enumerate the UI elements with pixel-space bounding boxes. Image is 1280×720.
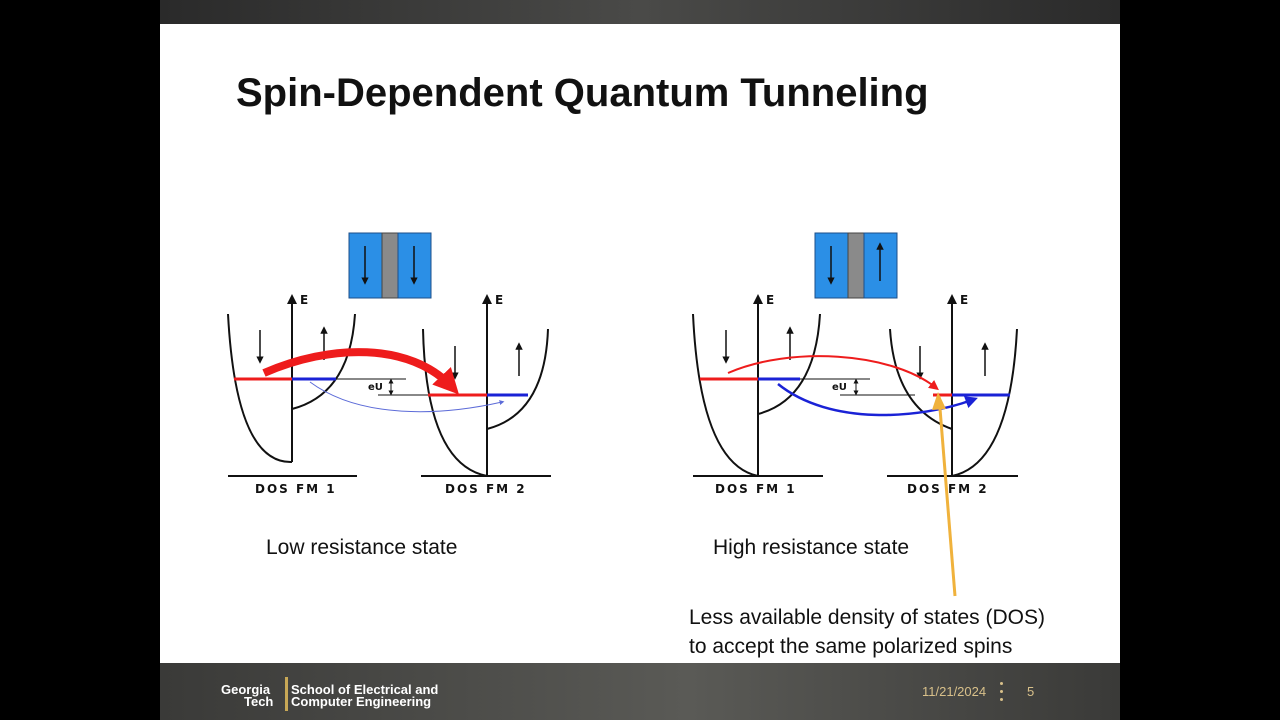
tunneling-arrow-spin-up-weak [309,381,505,413]
energy-axis-label: E [960,293,968,307]
bias-indicator: eU [336,378,450,396]
slide-footer: Georgia Tech School of Electrical and Co… [160,663,1120,720]
energy-axis-label: E [766,293,774,307]
logo-school-line2: Computer Engineering [291,694,432,709]
annotation-arrowhead [932,392,946,410]
note-line: to accept the same polarized spins [689,635,1013,658]
left-panel: E DOS FM 1 eU [227,232,551,496]
slide-number: 5 [1027,684,1035,699]
low-resistance-caption: Low resistance state [266,536,458,559]
slide: Spin-Dependent Quantum Tunneling [160,24,1120,663]
slide-title: Spin-Dependent Quantum Tunneling [236,71,929,115]
logo-school-line1: School of Electrical and [291,682,439,697]
window-top-bar [160,0,1120,24]
logo-divider [285,677,288,711]
note-line: Less available density of states (DOS) [689,606,1045,629]
dos-fm1-label: DOS FM 1 [255,482,337,496]
vertical-ellipsis-icon [1000,682,1004,704]
dos-fm1-label: DOS FM 1 [715,482,797,496]
logo-tech: Tech [244,694,274,709]
dos-fm2-label: DOS FM 2 [445,482,527,496]
bias-indicator: eU [800,378,915,396]
mtj-stack-parallel [348,232,432,299]
logo-georgia: Georgia [221,682,271,697]
dos-parabola-down [227,313,293,464]
dos-fm1: E DOS FM 1 [692,293,823,496]
tunneling-arrow-spin-down [727,355,939,391]
dos-parabola-down [692,313,759,477]
energy-axis-label: E [495,293,503,307]
dos-parabola-up [291,313,356,410]
tunneling-arrow-spin-up [777,383,978,417]
mtj-stack-antiparallel [814,232,898,299]
high-resistance-caption: High resistance state [713,536,910,559]
dos-parabola-up [486,328,549,430]
slide-date: 11/21/2024 [922,684,987,699]
dos-fm2: E DOS FM 2 [421,293,551,496]
dos-parabola-up [757,313,821,415]
annotation-arrow [937,395,957,597]
tunneling-arrow-spin-down-strong [262,348,459,395]
barrier-layer [847,232,865,299]
right-panel: E DOS FM 1 eU [692,232,1018,597]
dos-fm1: E DOS FM 1 [227,293,357,496]
dos-parabola-down [422,328,488,477]
bias-label: eU [832,382,847,393]
dos-parabola-up [951,328,1018,477]
free-layer [814,232,849,299]
tunneling-diagram: E DOS FM 1 eU [227,232,1018,597]
barrier-layer [381,232,399,299]
bias-label: eU [368,382,383,393]
energy-axis-label: E [300,293,308,307]
dos-annotation-note: Less available density of states (DOS) t… [689,603,1045,661]
